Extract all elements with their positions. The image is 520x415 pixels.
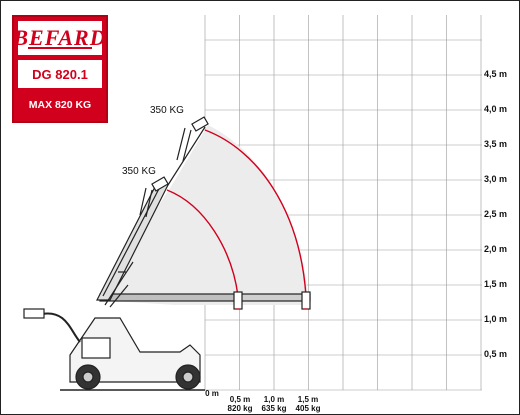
y-tick-label: 2,0 m: [484, 244, 508, 254]
handle-grip: [23, 308, 45, 319]
y-tick-label: 1,5 m: [484, 279, 508, 289]
lifter-machine: [23, 116, 311, 391]
x-tick-distance: 1,5 m: [297, 395, 319, 404]
x-tick-load: 635 kg: [261, 404, 287, 413]
brand-logo-text: BEFARD: [13, 25, 107, 50]
x-tick-load: 405 kg: [295, 404, 321, 413]
y-tick-label: 2,5 m: [484, 209, 508, 219]
steering-handle: [41, 312, 81, 343]
max-capacity: MAX 820 KG: [28, 99, 92, 111]
lower-reach-arc: [166, 189, 239, 297]
x-tick-distance: 1,0 m: [263, 395, 285, 404]
y-tick-label: 0,5 m: [484, 349, 508, 359]
y-tick-label: 1,0 m: [484, 314, 508, 324]
lower-load-label: 350 KG: [122, 166, 156, 177]
upper-grab-head: [176, 116, 209, 162]
y-tick-label: 3,5 m: [484, 139, 508, 149]
y-tick-label: 4,5 m: [484, 69, 508, 79]
lower-beam: [99, 293, 243, 302]
y-tick-label: 3,0 m: [484, 174, 508, 184]
logo-underline: [28, 47, 92, 49]
upper-extension: [167, 126, 206, 186]
grab-head-near: [233, 291, 243, 310]
x-origin-label: 0 m: [205, 389, 219, 398]
lower-grab-head: [139, 176, 169, 218]
brand-panel: BEFARD DG 820.1 MAX 820 KG: [12, 15, 108, 123]
x-tick-load: 820 kg: [227, 404, 253, 413]
x-tick-distance: 0,5 m: [229, 395, 251, 404]
lower-beam-extension: [239, 293, 311, 302]
model-name: DG 820.1: [18, 60, 102, 88]
control-box: [81, 337, 111, 359]
upper-reach-arc: [204, 129, 307, 297]
grab-head-far: [301, 291, 311, 310]
y-tick-label: 4,0 m: [484, 104, 508, 114]
upper-load-label: 350 KG: [150, 105, 184, 116]
reach-arcs: [166, 129, 307, 297]
brand-logo: BEFARD: [13, 21, 106, 55]
chassis: [69, 317, 201, 383]
